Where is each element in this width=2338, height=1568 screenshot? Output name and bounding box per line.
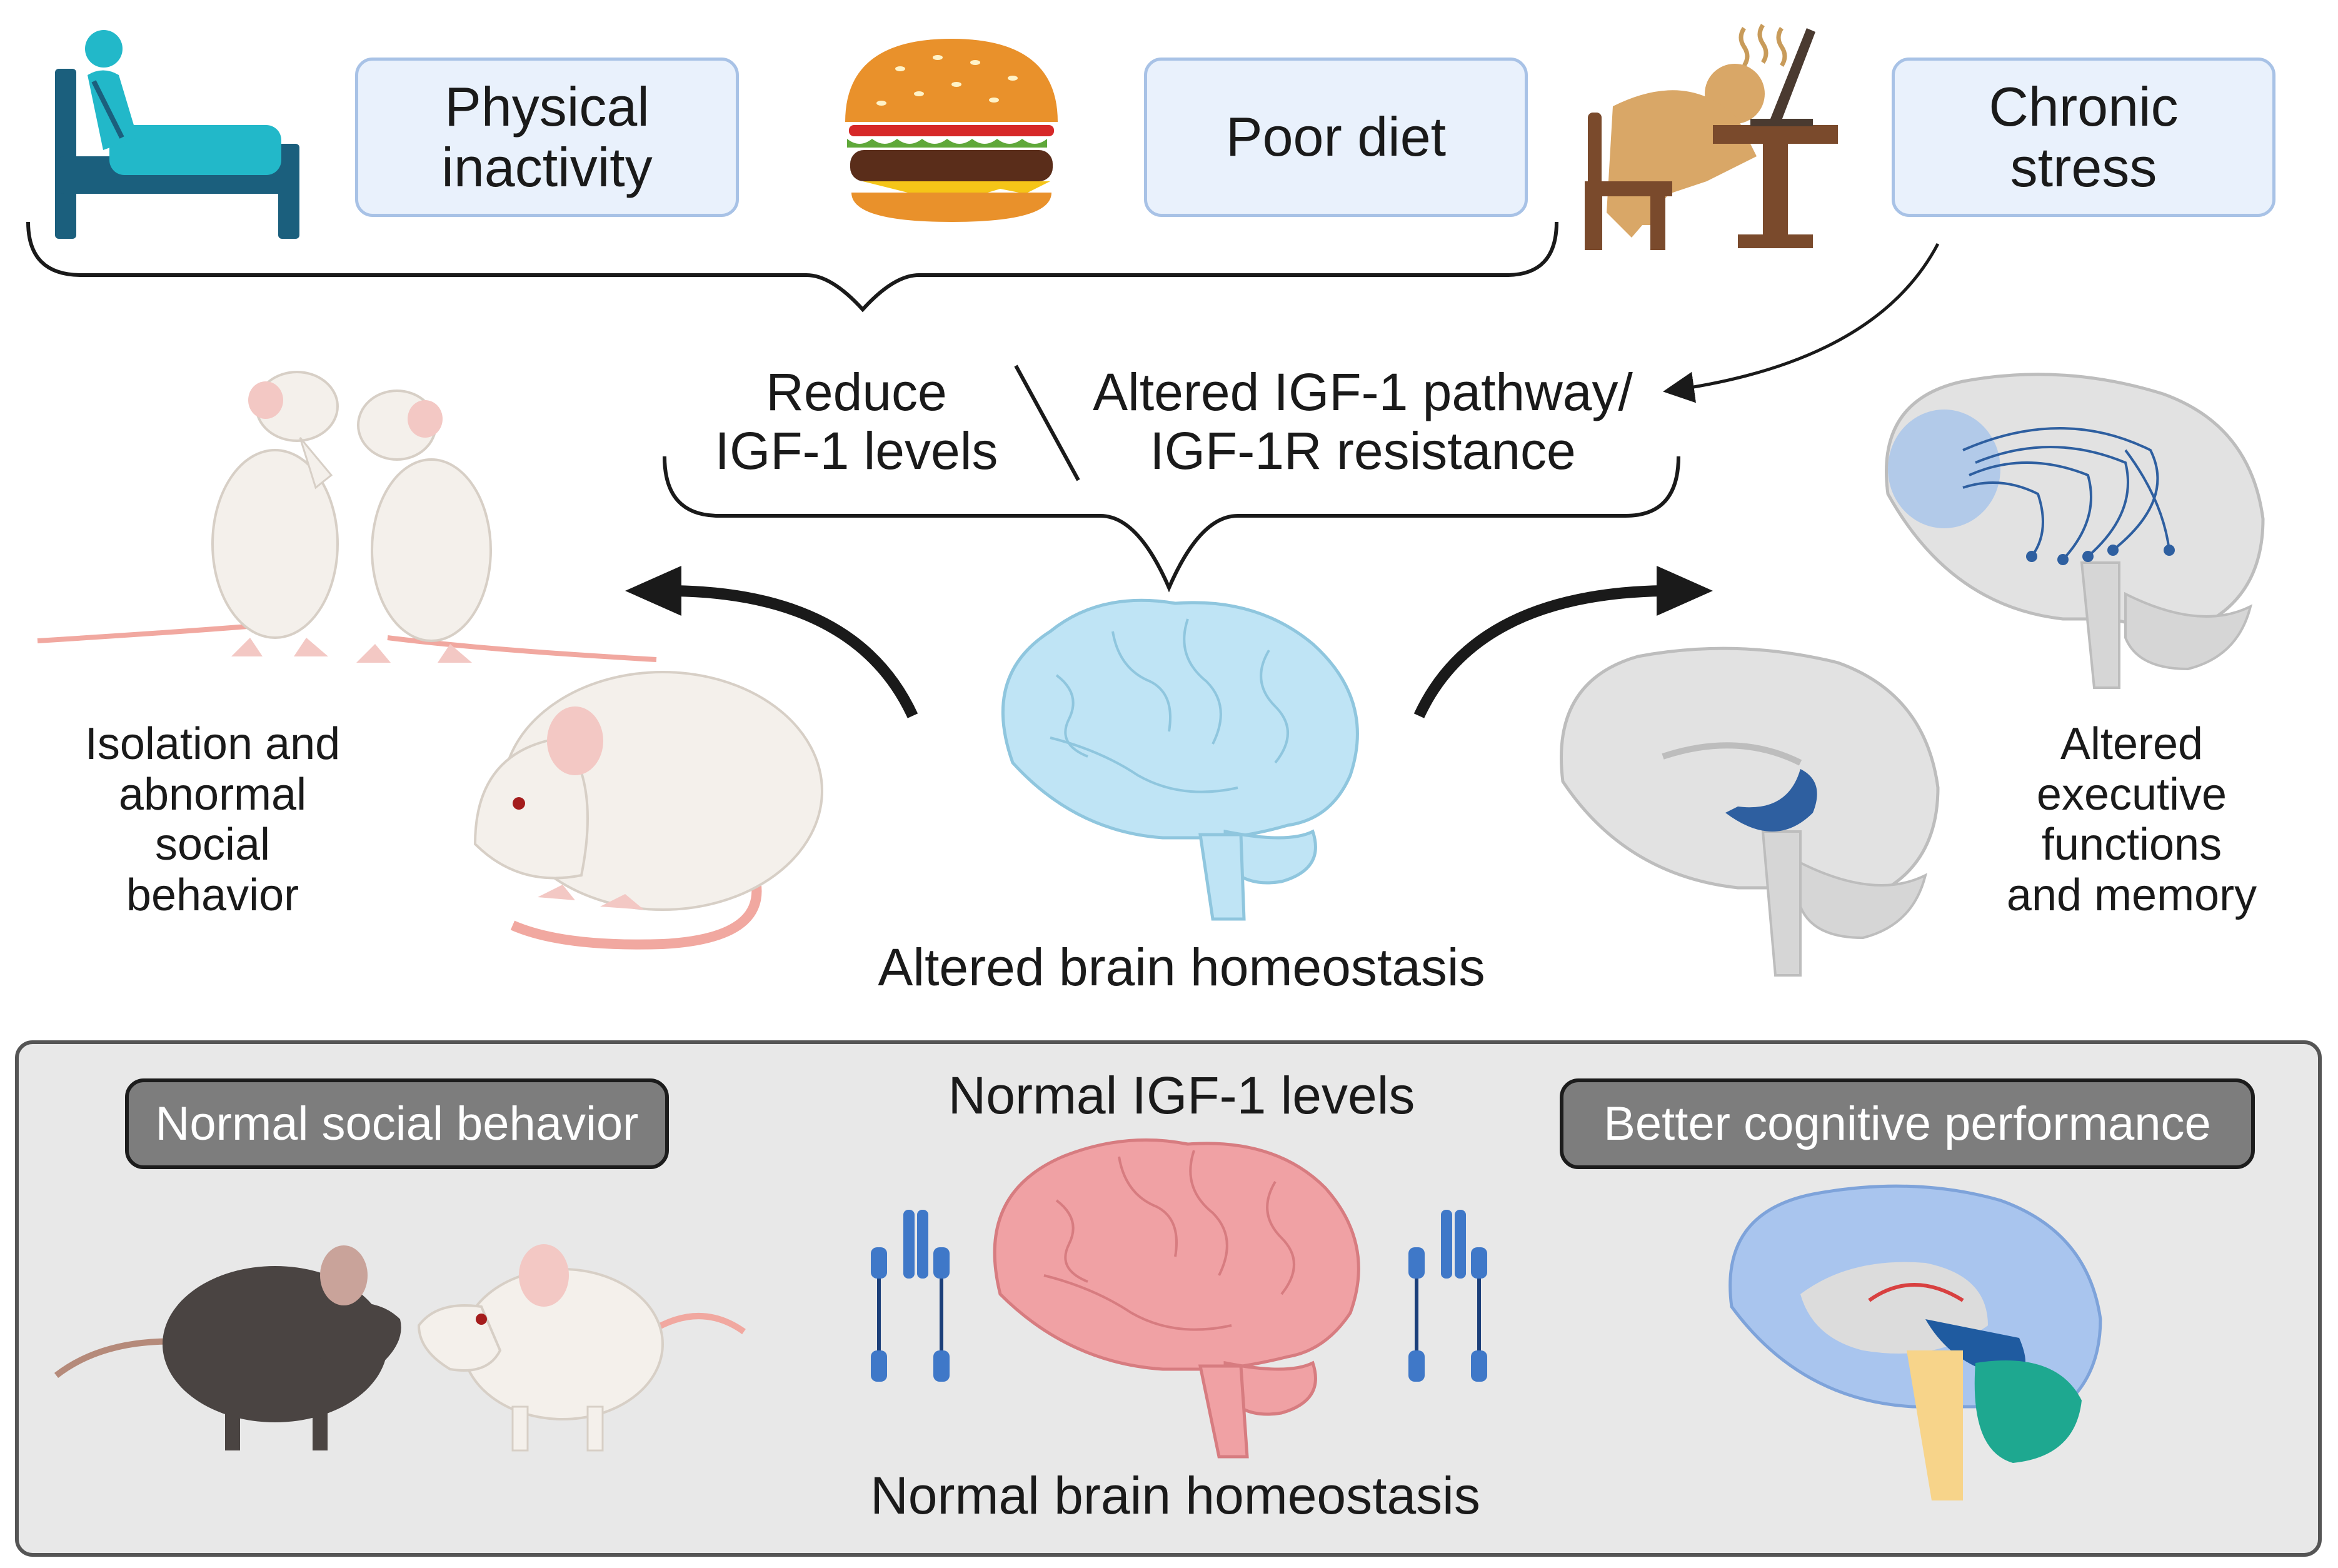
bed-patient-icon xyxy=(55,30,299,239)
fighting-rats-icon xyxy=(37,371,657,663)
igf1-receptor-right-icon xyxy=(1408,1210,1487,1382)
slash-separator xyxy=(1014,364,1080,481)
healthy-brain-icon xyxy=(993,1138,1360,1459)
igf1-receptor-left-icon xyxy=(871,1210,950,1382)
middle-brace xyxy=(663,456,1680,593)
left-curved-arrow xyxy=(625,566,918,718)
altered-homeostasis-label: Altered brain homeostasis xyxy=(878,938,1485,997)
left-outcome-label: Isolation and abnormal social behavior xyxy=(84,719,341,920)
sagittal-brain-network-icon xyxy=(1885,373,2265,689)
physical-inactivity-box: Physical inactivity xyxy=(355,58,739,217)
altered-igf1-pathway-label: Altered IGF-1 pathway/ IGF-1R resistance xyxy=(1093,363,1633,481)
normal-social-behavior-box: Normal social behavior xyxy=(125,1078,669,1169)
stressed-person-icon xyxy=(1585,24,1838,250)
colored-sagittal-brain-icon xyxy=(1728,1184,2102,1500)
right-curved-arrow xyxy=(1413,566,1713,718)
stress-arrow xyxy=(1663,243,1940,403)
chronic-stress-box: Chronic stress xyxy=(1892,58,2275,217)
right-outcome-label: Altered executive functions and memory xyxy=(2006,719,2257,920)
normal-homeostasis-label: Normal brain homeostasis xyxy=(870,1466,1480,1525)
top-brace xyxy=(26,221,1558,313)
burger-icon xyxy=(845,39,1058,222)
social-mice-icon xyxy=(54,1244,746,1452)
altered-brain-icon xyxy=(1001,598,1359,921)
normal-igf1-levels-label: Normal IGF-1 levels xyxy=(948,1066,1415,1125)
poor-diet-box: Poor diet xyxy=(1144,58,1528,217)
reduce-igf1-label: Reduce IGF-1 levels xyxy=(715,363,998,481)
crouched-rat-icon xyxy=(473,671,823,950)
better-cognitive-performance-box: Better cognitive performance xyxy=(1560,1078,2255,1169)
sagittal-brain-hippocampus-icon xyxy=(1560,646,1940,977)
